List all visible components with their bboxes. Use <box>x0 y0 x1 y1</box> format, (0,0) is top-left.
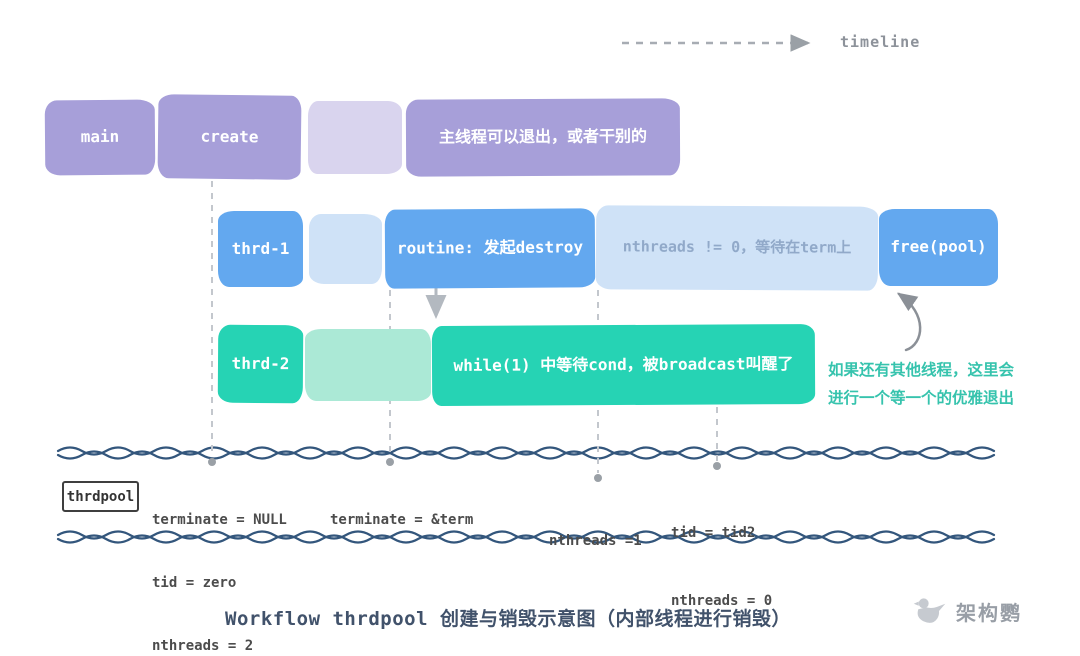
graceful-exit-note-line1: 如果还有其他线程，这里会 <box>828 361 1015 379</box>
diagram-title: Workflow thrdpool 创建与销毁示意图（内部线程进行销毁） <box>225 608 791 630</box>
state-line: terminate = &term <box>330 512 474 528</box>
main-thread-box: main <box>44 99 156 176</box>
event-dot-terminate <box>386 458 394 466</box>
axis-wave-top <box>56 446 996 456</box>
thrd2-box: thrd-2 <box>217 324 304 404</box>
thrd1-idle-segment <box>309 214 382 284</box>
brand-name: 架构鹦 <box>956 600 1022 625</box>
wait-term-box: nthreads != 0，等待在term上 <box>595 205 879 291</box>
while-wait-cond-box: while(1) 中等待cond，被broadcast叫醒了 <box>431 323 816 407</box>
event-dot-tid2 <box>713 462 721 470</box>
thrdpool-label-box: thrdpool <box>62 481 139 512</box>
state-group-tid2: tid = tid2 nthreads = 0 <box>671 481 772 654</box>
event-dot-nthreads1 <box>594 474 602 482</box>
state-line: tid = tid2 <box>671 525 756 541</box>
state-group-create: terminate = NULL tid = zero nthreads = 2 <box>152 468 287 656</box>
timeline-label: timeline <box>840 33 921 51</box>
graceful-exit-note: 如果还有其他线程，这里会 进行一个等一个的优雅退出 <box>828 356 1072 412</box>
state-line: nthreads = 2 <box>152 638 254 654</box>
state-group-nthreads1: nthreads =1 <box>549 489 642 594</box>
state-line: nthreads = 0 <box>671 593 773 609</box>
brand-bird-icon <box>912 596 948 626</box>
main-idle-segment <box>308 101 402 174</box>
routine-destroy-box: routine: 发起destroy <box>384 208 596 289</box>
state-group-terminate: terminate = &term <box>330 468 473 573</box>
thrd1-box: thrd-1 <box>218 211 303 287</box>
thrd2-idle-segment <box>305 329 431 401</box>
axis-wave-top-2 <box>56 450 996 460</box>
event-dot-create <box>208 458 216 466</box>
state-line: terminate = NULL <box>152 512 287 528</box>
graceful-exit-arrow <box>896 292 922 352</box>
state-line: tid = zero <box>152 575 237 591</box>
create-box: create <box>157 94 302 180</box>
brand-logo: 架构鹦 <box>912 596 1022 626</box>
state-line: nthreads =1 <box>549 533 642 549</box>
main-exit-note-box: 主线程可以退出，或者干别的 <box>405 98 681 177</box>
free-pool-box: free(pool) <box>879 209 998 286</box>
graceful-exit-note-line2: 进行一个等一个的优雅退出 <box>828 389 1015 407</box>
